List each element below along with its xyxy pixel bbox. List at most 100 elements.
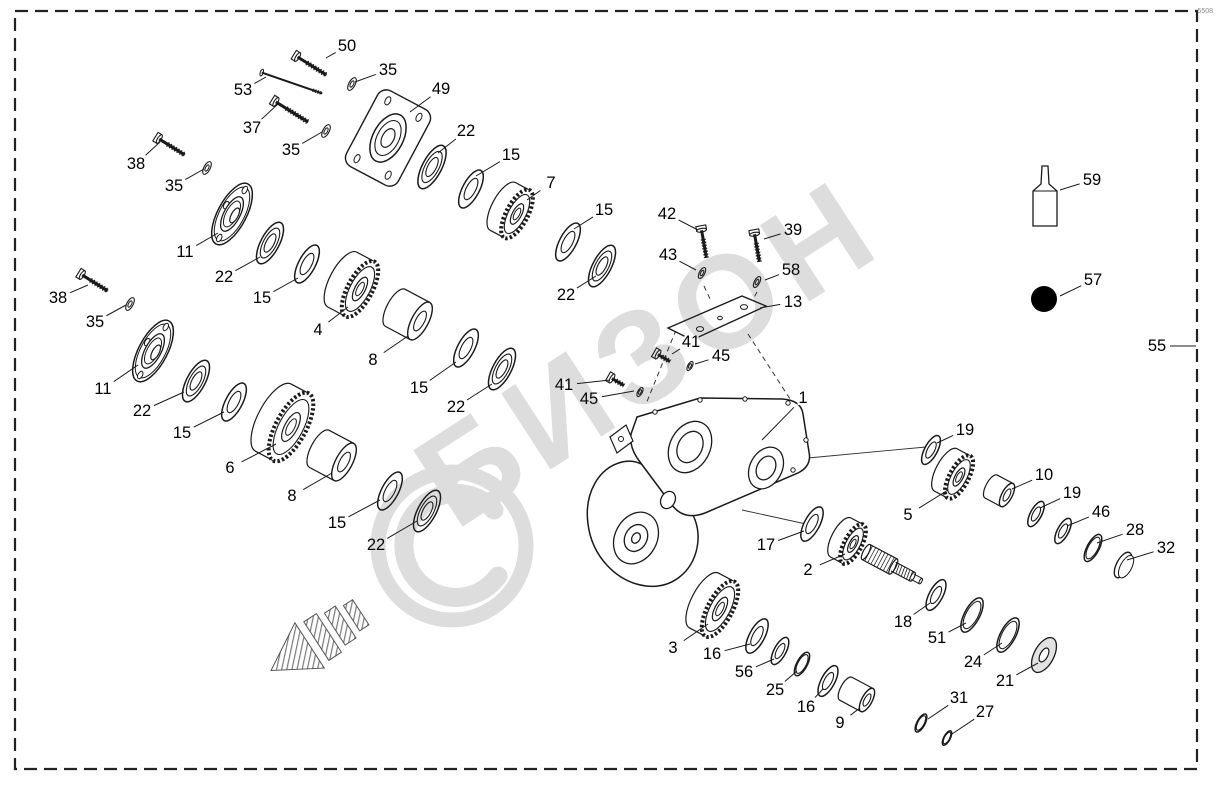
part-label-22-12: 22 [555, 275, 597, 306]
part-ring-27 [941, 730, 953, 746]
part-label-25-58: 25 [764, 670, 798, 701]
part-flangebearing-11a [210, 182, 254, 246]
part-label-6-35: 6 [223, 443, 277, 479]
part-ring-46 [1054, 517, 1072, 545]
svg-text:15: 15 [253, 289, 271, 307]
part-label-35-7: 35 [163, 168, 205, 197]
part-label-5-48: 5 [901, 489, 949, 526]
part-ring-15c [293, 244, 321, 284]
part-label-16-56: 16 [701, 643, 751, 665]
svg-text:22: 22 [557, 286, 575, 304]
svg-text:32: 32 [1157, 539, 1175, 557]
svg-text:25: 25 [766, 681, 784, 699]
part-label-11-32: 11 [92, 364, 139, 400]
part-label-53-2: 53 [232, 76, 267, 101]
part-label-17-49: 17 [755, 530, 805, 556]
part-label-15-11: 15 [573, 199, 615, 230]
part-label-35-1: 35 [354, 59, 399, 83]
part-bottle-59 [1032, 165, 1058, 227]
svg-text:15: 15 [595, 201, 613, 219]
part-label-32-47: 32 [1126, 537, 1177, 561]
part-plate-13 [666, 295, 768, 341]
svg-text:50: 50 [338, 37, 356, 55]
svg-text:15: 15 [328, 514, 346, 532]
part-label-19-44: 19 [1039, 482, 1083, 509]
part-label-15-15: 15 [251, 277, 299, 309]
part-label-22-33: 22 [131, 391, 185, 422]
svg-text:35: 35 [165, 177, 183, 195]
part-cap-32 [1113, 551, 1135, 579]
housing-bolt-holes [652, 396, 809, 473]
part-ring-17 [800, 506, 824, 542]
part-screw-50 [290, 49, 328, 78]
part-label-8-36: 8 [285, 472, 333, 507]
svg-text:10: 10 [1035, 466, 1053, 484]
svg-text:18: 18 [894, 613, 912, 631]
svg-text:5: 5 [903, 506, 912, 524]
part-washer-35b [321, 124, 331, 138]
svg-text:53: 53 [234, 81, 252, 99]
part-label-41-25: 41 [671, 331, 702, 355]
part-sleeve-8a [382, 288, 434, 341]
part-label-15-37: 15 [326, 499, 381, 534]
part-label-28-46: 28 [1096, 519, 1146, 544]
part-label-21-54: 21 [994, 662, 1039, 692]
svg-text:59: 59 [1083, 171, 1101, 189]
svg-text:15: 15 [502, 146, 520, 164]
part-label-57-40: 57 [1059, 269, 1104, 297]
part-ring-22c [255, 221, 285, 265]
svg-text:27: 27 [976, 703, 994, 721]
part-ring-25 [793, 651, 811, 677]
svg-text:55: 55 [1148, 337, 1166, 355]
svg-text:7: 7 [546, 174, 555, 192]
watermark-logo [370, 464, 534, 628]
part-label-45-28: 45 [578, 388, 635, 410]
svg-text:58: 58 [782, 261, 800, 279]
part-screw-39 [748, 228, 762, 263]
part-flangebearing-11b [131, 319, 175, 383]
svg-text:49: 49 [432, 80, 450, 98]
svg-text:11: 11 [176, 243, 193, 261]
part-label-55-41: 55 [1146, 335, 1196, 357]
part-gear-7 [486, 181, 535, 241]
part-label-56-57: 56 [733, 658, 775, 683]
part-flange-49 [344, 89, 432, 187]
svg-text:11: 11 [94, 380, 111, 398]
part-label-38-30: 38 [47, 284, 89, 309]
part-ring-51 [960, 597, 984, 633]
part-label-7-10: 7 [526, 172, 558, 201]
part-gear-6 [250, 382, 316, 464]
svg-text:35: 35 [282, 141, 300, 159]
part-ring-28 [1083, 533, 1103, 563]
svg-text:13: 13 [784, 293, 802, 311]
svg-text:22: 22 [215, 268, 233, 286]
part-washer-43 [697, 267, 707, 279]
part-dot-57 [1031, 286, 1057, 312]
part-label-35-5: 35 [280, 131, 323, 161]
svg-text:22: 22 [133, 402, 151, 420]
part-label-3-55: 3 [666, 623, 709, 659]
svg-text:6: 6 [225, 459, 234, 477]
svg-text:31: 31 [950, 689, 968, 707]
arrow-head [270, 621, 326, 672]
svg-text:4: 4 [313, 321, 322, 339]
svg-text:21: 21 [996, 672, 1014, 690]
part-shaft-2 [860, 543, 924, 585]
svg-text:35: 35 [86, 313, 104, 331]
part-label-58-23: 58 [764, 259, 802, 281]
part-label-45-26: 45 [694, 345, 732, 367]
svg-text:39: 39 [784, 221, 802, 239]
part-label-22-14: 22 [213, 256, 261, 288]
part-washer-45a [686, 360, 694, 372]
gearbox-housing [586, 396, 811, 588]
part-label-13-24: 13 [759, 291, 804, 313]
svg-text:17: 17 [757, 536, 775, 554]
svg-text:37: 37 [243, 119, 261, 137]
svg-text:15: 15 [410, 379, 428, 397]
svg-text:8: 8 [287, 487, 296, 505]
part-ring-18 [925, 578, 947, 612]
svg-text:51: 51 [928, 629, 946, 647]
part-label-15-34: 15 [171, 411, 225, 444]
